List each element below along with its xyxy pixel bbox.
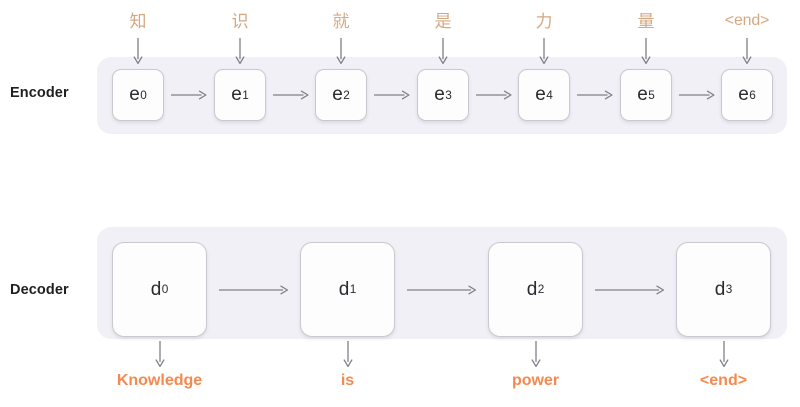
cell-subscript-label: 6 (749, 88, 756, 102)
encoder-input-token-5: 量 (637, 12, 655, 31)
cell-subscript-label: 4 (546, 88, 553, 102)
decoder-output-arrow-2 (530, 341, 542, 368)
cell-subscript-label: 1 (349, 283, 357, 296)
decoder-row-label: Decoder (10, 282, 69, 298)
cell-base-label: d (150, 278, 162, 300)
cell-subscript-label: 0 (161, 283, 169, 296)
cell-base-label: e (738, 84, 749, 105)
encoder-input-token-0: 知 (129, 12, 147, 31)
encoder-row-label: Encoder (10, 85, 69, 101)
cell-base-label: e (637, 84, 648, 105)
cell-subscript-label: 3 (445, 88, 452, 102)
decoder-band (97, 227, 787, 339)
cell-subscript-label: 2 (343, 88, 350, 102)
cell-base-label: e (129, 84, 140, 105)
cell-base-label: d (526, 278, 538, 300)
decoder-output-token-0: Knowledge (116, 372, 203, 389)
decoder-output-token-2: power (511, 372, 560, 389)
decoder-output-arrow-0 (154, 341, 166, 368)
cell-subscript-label: 0 (140, 88, 147, 102)
cell-base-label: e (231, 84, 242, 105)
decoder-output-token-3: <end> (699, 372, 748, 389)
cell-subscript-label: 2 (537, 283, 545, 296)
cell-base-label: d (338, 278, 350, 300)
encoder-input-token-3: 是 (434, 12, 452, 31)
cell-base-label: e (535, 84, 546, 105)
cell-subscript-label: 1 (242, 88, 249, 102)
decoder-output-token-1: is (340, 372, 355, 389)
decoder-output-arrow-3 (718, 341, 730, 368)
cell-subscript-label: 5 (648, 88, 655, 102)
encoder-input-token-1: 识 (231, 12, 249, 31)
encoder-input-token-4: 力 (535, 12, 553, 31)
decoder-output-arrow-1 (342, 341, 354, 368)
cell-base-label: d (714, 278, 726, 300)
cell-subscript-label: 3 (725, 283, 733, 296)
cell-base-label: e (332, 84, 343, 105)
encoder-input-token-6: <end> (724, 12, 770, 29)
cell-base-label: e (434, 84, 445, 105)
encoder-input-token-2: 就 (332, 12, 350, 31)
